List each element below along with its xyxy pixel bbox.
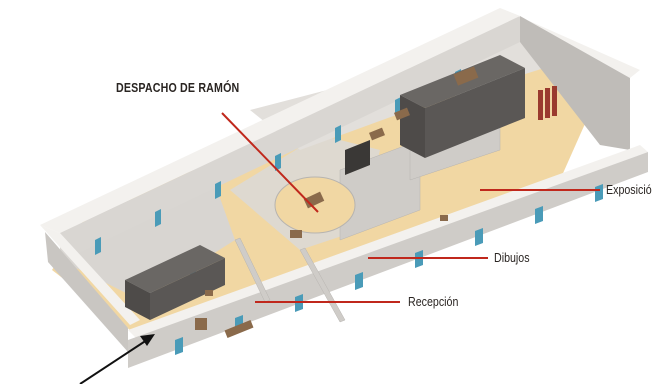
front-wall-top: [128, 145, 648, 338]
dark-panel-center: [345, 140, 370, 175]
dark-block-left: [125, 245, 225, 320]
furniture: [195, 66, 479, 338]
label-drawings: Dibujos: [494, 250, 530, 265]
red-shelving: [538, 86, 557, 120]
label-office: DESPACHO DE RAMÓN: [116, 80, 240, 95]
label-reception: Recepción: [408, 294, 459, 309]
right-end-wall-face: [520, 16, 630, 150]
leader-lines: [221, 112, 600, 303]
left-end-wall-top: [40, 225, 140, 325]
leader-line-office: [221, 112, 319, 213]
office-desk: [303, 191, 325, 209]
back-wall-top: [40, 8, 520, 233]
right-end-wall-top: [500, 8, 640, 78]
front-wall-face: [128, 152, 648, 368]
office-chair: [290, 230, 302, 238]
left-end-wall-face: [45, 232, 128, 352]
arrow-up-right-icon: [79, 334, 155, 384]
label-exhibition: Exposició: [606, 182, 652, 197]
back-wall-face: [60, 16, 520, 262]
